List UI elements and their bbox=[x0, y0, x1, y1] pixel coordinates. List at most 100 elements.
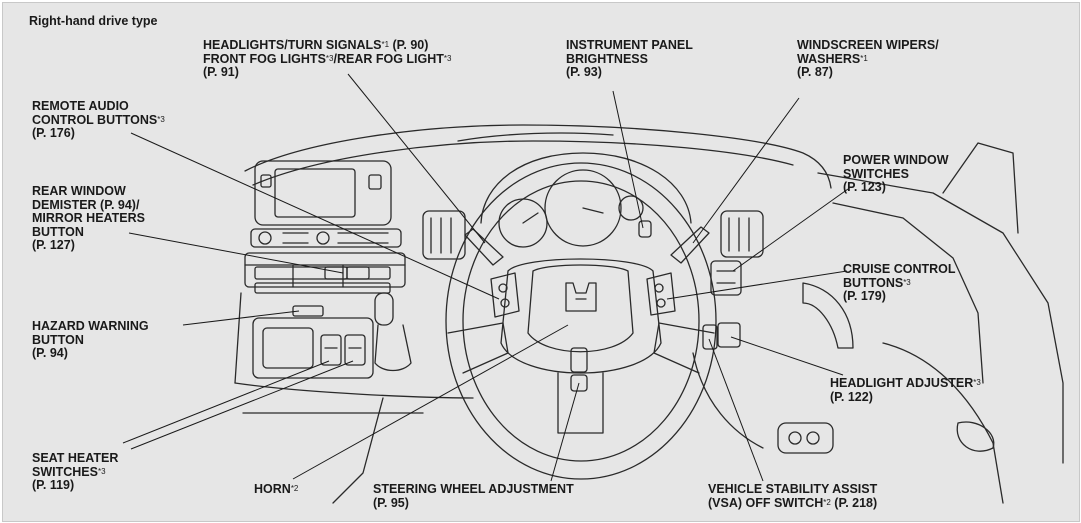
callout-line: (VSA) OFF SWITCH*2 (P. 218) bbox=[708, 496, 877, 511]
callout-text: VEHICLE STABILITY ASSIST bbox=[708, 482, 878, 496]
footnote-marker: *3 bbox=[157, 114, 165, 124]
callout-text: HORN bbox=[254, 482, 291, 496]
callout-line: DEMISTER (P. 94)/ bbox=[32, 198, 145, 213]
callout-text: BUTTON bbox=[32, 332, 84, 347]
leader-instrument bbox=[612, 90, 644, 229]
right-vent bbox=[720, 210, 764, 258]
callout-text: REMOTE AUDIO bbox=[32, 99, 129, 113]
callout-text: REAR WINDOW bbox=[32, 184, 126, 198]
leader-horn bbox=[292, 324, 569, 480]
vsa-off-switch bbox=[702, 324, 718, 350]
right-window-edge bbox=[942, 142, 1019, 234]
callout-headlights: HEADLIGHTS/TURN SIGNALS*1 (P. 90)FRONT F… bbox=[203, 38, 452, 80]
callout-line: (P. 176) bbox=[32, 126, 165, 141]
steering-lower-lever bbox=[570, 374, 588, 392]
callout-line: CRUISE CONTROL bbox=[843, 262, 956, 277]
door-switch-2 bbox=[806, 431, 820, 445]
callout-text: (P. 93) bbox=[566, 65, 602, 79]
footnote-marker: *2 bbox=[290, 484, 299, 493]
callout-line: INSTRUMENT PANEL bbox=[566, 38, 693, 53]
power-window-switches bbox=[710, 260, 742, 296]
callout-text: (P. 90) bbox=[389, 38, 429, 52]
callout-line: (P. 95) bbox=[373, 496, 574, 511]
callout-line: SEAT HEATER bbox=[32, 451, 119, 466]
callout-text: SEAT HEATER bbox=[32, 451, 119, 465]
footnote-marker: *3 bbox=[973, 378, 981, 387]
dashboard-top-outline bbox=[244, 124, 832, 189]
shift-gate bbox=[374, 324, 412, 372]
callout-text: (P. 119) bbox=[32, 478, 75, 492]
callout-line: BUTTONS*3 bbox=[843, 275, 956, 291]
callout-text: HAZARD WARNING bbox=[32, 319, 149, 333]
callout-line: POWER WINDOW bbox=[843, 153, 949, 168]
callout-text: (P. 179) bbox=[843, 289, 886, 303]
leader-seat-heater-2 bbox=[130, 360, 354, 450]
callout-text: WASHERS bbox=[797, 51, 861, 66]
hazard-button bbox=[292, 305, 324, 317]
callout-vsa-off: VEHICLE STABILITY ASSIST(VSA) OFF SWITCH… bbox=[708, 482, 878, 511]
callout-text: WINDSCREEN WIPERS/ bbox=[797, 38, 939, 52]
callout-wipers: WINDSCREEN WIPERS/WASHERS*1(P. 87) bbox=[797, 38, 939, 80]
callout-text: MIRROR HEATERS bbox=[32, 211, 145, 225]
right-knee-panel bbox=[692, 352, 764, 449]
windshield-base bbox=[457, 132, 614, 142]
honda-logo bbox=[565, 282, 597, 312]
callout-text: (P. 123) bbox=[843, 180, 886, 194]
brightness-knob bbox=[638, 220, 652, 238]
callout-text: CRUISE CONTROL bbox=[843, 262, 956, 276]
audio-knob-right bbox=[316, 231, 330, 245]
callout-line: BUTTON bbox=[32, 332, 149, 348]
callout-line: CONTROL BUTTONS*3 bbox=[32, 113, 165, 128]
callout-text: (P. 127) bbox=[32, 238, 75, 252]
callout-text: BRIGHTNESS bbox=[566, 51, 648, 66]
leader-vsa bbox=[708, 338, 764, 482]
footnote-marker: *3 bbox=[903, 277, 911, 287]
callout-line: HORN*2 bbox=[254, 482, 299, 497]
callout-line: SWITCHES bbox=[843, 167, 949, 182]
callout-line: HAZARD WARNING bbox=[32, 319, 149, 334]
leader-wipers bbox=[692, 97, 800, 244]
lower-spoke bbox=[557, 372, 604, 434]
callout-line: HEADLIGHTS/TURN SIGNALS*1 (P. 90) bbox=[203, 38, 451, 53]
callout-text: INSTRUMENT PANEL bbox=[566, 38, 693, 52]
climate-panel bbox=[244, 252, 406, 288]
lower-button-row bbox=[254, 282, 391, 294]
cluster-hood bbox=[480, 152, 692, 224]
callout-line: (P. 127) bbox=[32, 238, 145, 253]
footnote-marker: *3 bbox=[97, 466, 106, 476]
callout-line: (P. 94) bbox=[32, 346, 149, 361]
callout-text: /REAR FOG LIGHT bbox=[333, 51, 444, 66]
callout-steering-adjustment: STEERING WHEEL ADJUSTMENT(P. 95) bbox=[373, 482, 574, 511]
footnote-marker: *3 bbox=[325, 53, 334, 63]
callout-text: (P. 87) bbox=[797, 65, 833, 79]
left-knee-panel bbox=[234, 292, 242, 384]
button-row bbox=[254, 266, 391, 280]
callout-line: REAR WINDOW bbox=[32, 184, 145, 199]
door-switch-1 bbox=[788, 431, 802, 445]
callout-line: FRONT FOG LIGHTS*3/REAR FOG LIGHT*3 bbox=[203, 51, 452, 67]
leader-rear-demister bbox=[128, 232, 344, 274]
audio-strip bbox=[250, 228, 402, 248]
callout-text: (P. 176) bbox=[32, 126, 75, 140]
nav-button-right bbox=[368, 174, 382, 190]
callout-line: MIRROR HEATERS bbox=[32, 211, 145, 226]
wiper-stalk bbox=[670, 226, 710, 264]
callout-headlight-adjuster: HEADLIGHT ADJUSTER*3 (P. 122) bbox=[830, 376, 981, 404]
callout-text: BUTTONS bbox=[843, 275, 904, 290]
nav-button-left bbox=[260, 174, 272, 188]
callout-line: SWITCHES*3 bbox=[32, 465, 118, 480]
callout-text: (P. 91) bbox=[203, 65, 239, 79]
callout-text: (P. 122) bbox=[830, 389, 873, 404]
footnote-marker: *1 bbox=[381, 40, 390, 49]
right-spoke bbox=[653, 322, 715, 374]
footnote-marker: *3 bbox=[443, 53, 452, 63]
fuel-gauge bbox=[618, 195, 644, 221]
callout-line: BUTTON bbox=[32, 225, 145, 240]
leader-headlights bbox=[347, 73, 486, 244]
callout-text: HEADLIGHT ADJUSTER bbox=[830, 376, 974, 390]
demister-button bbox=[324, 266, 348, 280]
